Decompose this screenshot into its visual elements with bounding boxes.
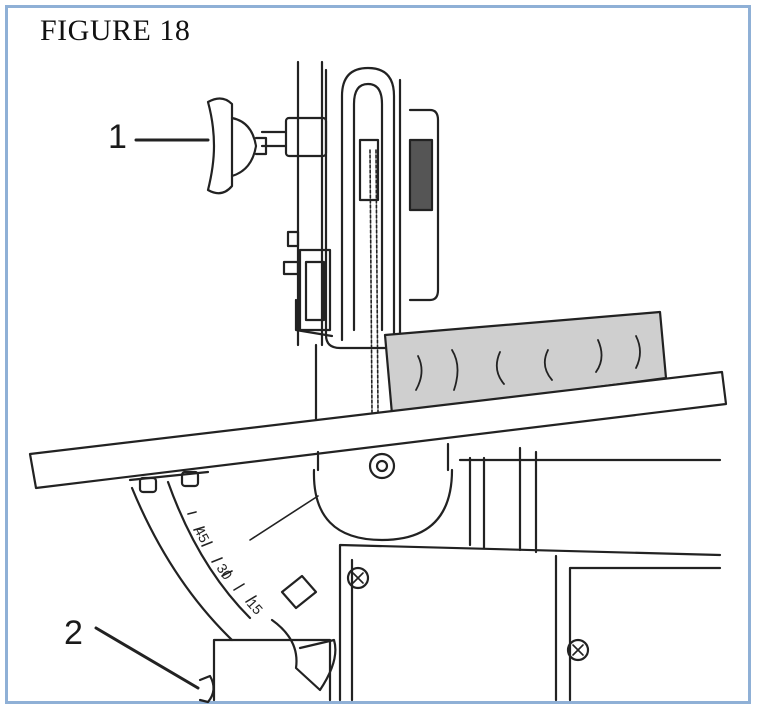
- callout-2-leader: [94, 626, 200, 690]
- saw-base: [338, 446, 722, 702]
- figure-title: FIGURE 18: [40, 14, 191, 47]
- callout-2-label: 2: [64, 614, 83, 652]
- scale-labels: 45 30 15: [191, 524, 266, 618]
- blade: [369, 149, 379, 413]
- tilt-scale: [128, 470, 319, 642]
- scale-mark-45: 45: [191, 524, 213, 545]
- guide-post: [296, 60, 324, 422]
- callout-1-label: 1: [108, 118, 127, 156]
- tilt-lock: [198, 574, 337, 704]
- trunnion: [312, 442, 454, 542]
- guide-block: [260, 116, 334, 338]
- blade-guard: [324, 66, 440, 350]
- saw-table: [28, 370, 728, 490]
- adjustment-knob: [206, 97, 268, 195]
- workpiece: [383, 310, 668, 416]
